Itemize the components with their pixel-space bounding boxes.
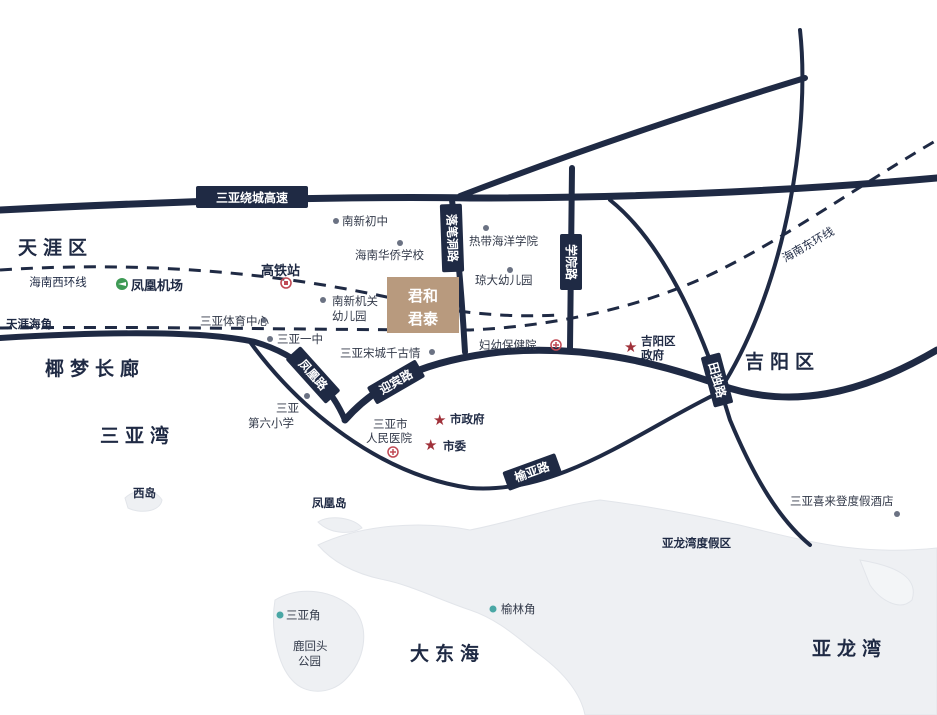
hospital-icon-city (387, 446, 399, 458)
district-labels: 天涯区 吉阳区 椰梦长廊 三亚湾 大东海 亚龙湾 (18, 236, 887, 665)
poi-hsr-station: 高铁站 (261, 263, 300, 279)
poi-tianya-cape: 天涯海角 (6, 317, 52, 331)
poi-nanxin-middle: 南新初中 (342, 214, 388, 228)
poi-tropical-ocean: 热带海洋学院 (469, 234, 538, 248)
star-icon-city-committee: ★ (424, 436, 437, 454)
road-label-xueyuan: 学院路 (564, 244, 579, 281)
district-sanya-bay: 三亚湾 (100, 424, 175, 447)
poi-no6-school-1: 三亚 (276, 401, 299, 415)
road-label-luobidong: 落笔洞路 (444, 214, 461, 263)
poi-sanya-cape: 三亚角 (286, 608, 321, 622)
road-yuya (248, 340, 722, 491)
poi-no6-school-2: 第六小学 (248, 416, 294, 430)
road-north-vertical (718, 28, 805, 392)
poi-luhuitou-1: 鹿回头 (293, 639, 328, 653)
poi-city-hospital-2: 人民医院 (366, 431, 412, 445)
poi-nanxin-kg-2: 幼儿园 (332, 309, 367, 323)
star-icon-city-gov: ★ (433, 411, 446, 429)
poi-sheraton: 三亚喜来登度假酒店 (790, 494, 894, 508)
road-badges: 三亚绕城高速 落笔洞路 学院路 凤凰路 迎宾路 田独路 榆亚路 海南东环线 海南… (29, 186, 837, 491)
poi-labels: 南新初中 海南华侨学校 热带海洋学院 琼大幼儿园 高铁站 凤凰机场 南新机关 幼… (6, 214, 894, 668)
road-north-diagonal (457, 75, 808, 199)
poi-dots (261, 218, 900, 517)
poi-phoenix-airport: 凤凰机场 (131, 278, 183, 294)
poi-jiyang-gov-2: 政府 (641, 348, 664, 362)
star-icon-jiyang-gov: ★ (624, 338, 637, 356)
district-tianya: 天涯区 (18, 236, 93, 259)
project-badge: 君和 君泰 (387, 277, 459, 333)
poi-phoenix-island: 凤凰岛 (312, 496, 347, 510)
poi-songcheng: 三亚宋城千古情 (340, 346, 421, 360)
district-yalong-bay: 亚龙湾 (812, 637, 887, 660)
district-jiyang: 吉阳区 (745, 350, 820, 373)
poi-huaqiao-school: 海南华侨学校 (355, 248, 424, 262)
poi-yalong-resort: 亚龙湾度假区 (662, 536, 731, 550)
poi-sports-center: 三亚体育中心 (200, 314, 269, 328)
road-ring-expressway (0, 174, 937, 214)
poi-nanxin-kg-1: 南新机关 (332, 294, 378, 308)
teal-dot-yulin-cape (489, 605, 497, 613)
airport-icon (116, 278, 128, 290)
star-icons: ★ ★ ★ (424, 338, 637, 454)
rail-label-east-ring: 海南东环线 (780, 224, 837, 265)
poi-xidao: 西岛 (133, 486, 156, 500)
hsr-station-icon (280, 277, 292, 289)
rail-label-west-ring: 海南西环线 (29, 275, 87, 289)
poi-qiongda-kg: 琼大幼儿园 (475, 273, 533, 287)
teal-dot-sanya-cape (276, 611, 284, 619)
rail-lines (0, 138, 937, 332)
poi-city-committee: 市委 (443, 439, 466, 453)
poi-city-gov: 市政府 (450, 412, 485, 426)
poi-jiyang-gov-1: 吉阳区 (641, 334, 676, 348)
road-label-ring-expressway: 三亚绕城高速 (216, 190, 288, 205)
project-name-line2: 君泰 (408, 310, 439, 328)
hospital-icon-maternal (550, 339, 562, 351)
project-name-line1: 君和 (408, 287, 438, 305)
coastline-land (124, 490, 937, 715)
poi-yulin-cape: 榆林角 (501, 602, 536, 616)
district-yemeng: 椰梦长廊 (45, 357, 145, 380)
poi-luhuitou-2: 公园 (298, 654, 321, 668)
poi-city-hospital-1: 三亚市 (373, 417, 408, 431)
poi-maternal: 妇幼保健院 (479, 338, 537, 352)
poi-sanya-no1: 三亚一中 (277, 332, 323, 346)
district-dadonghai: 大东海 (410, 642, 485, 665)
